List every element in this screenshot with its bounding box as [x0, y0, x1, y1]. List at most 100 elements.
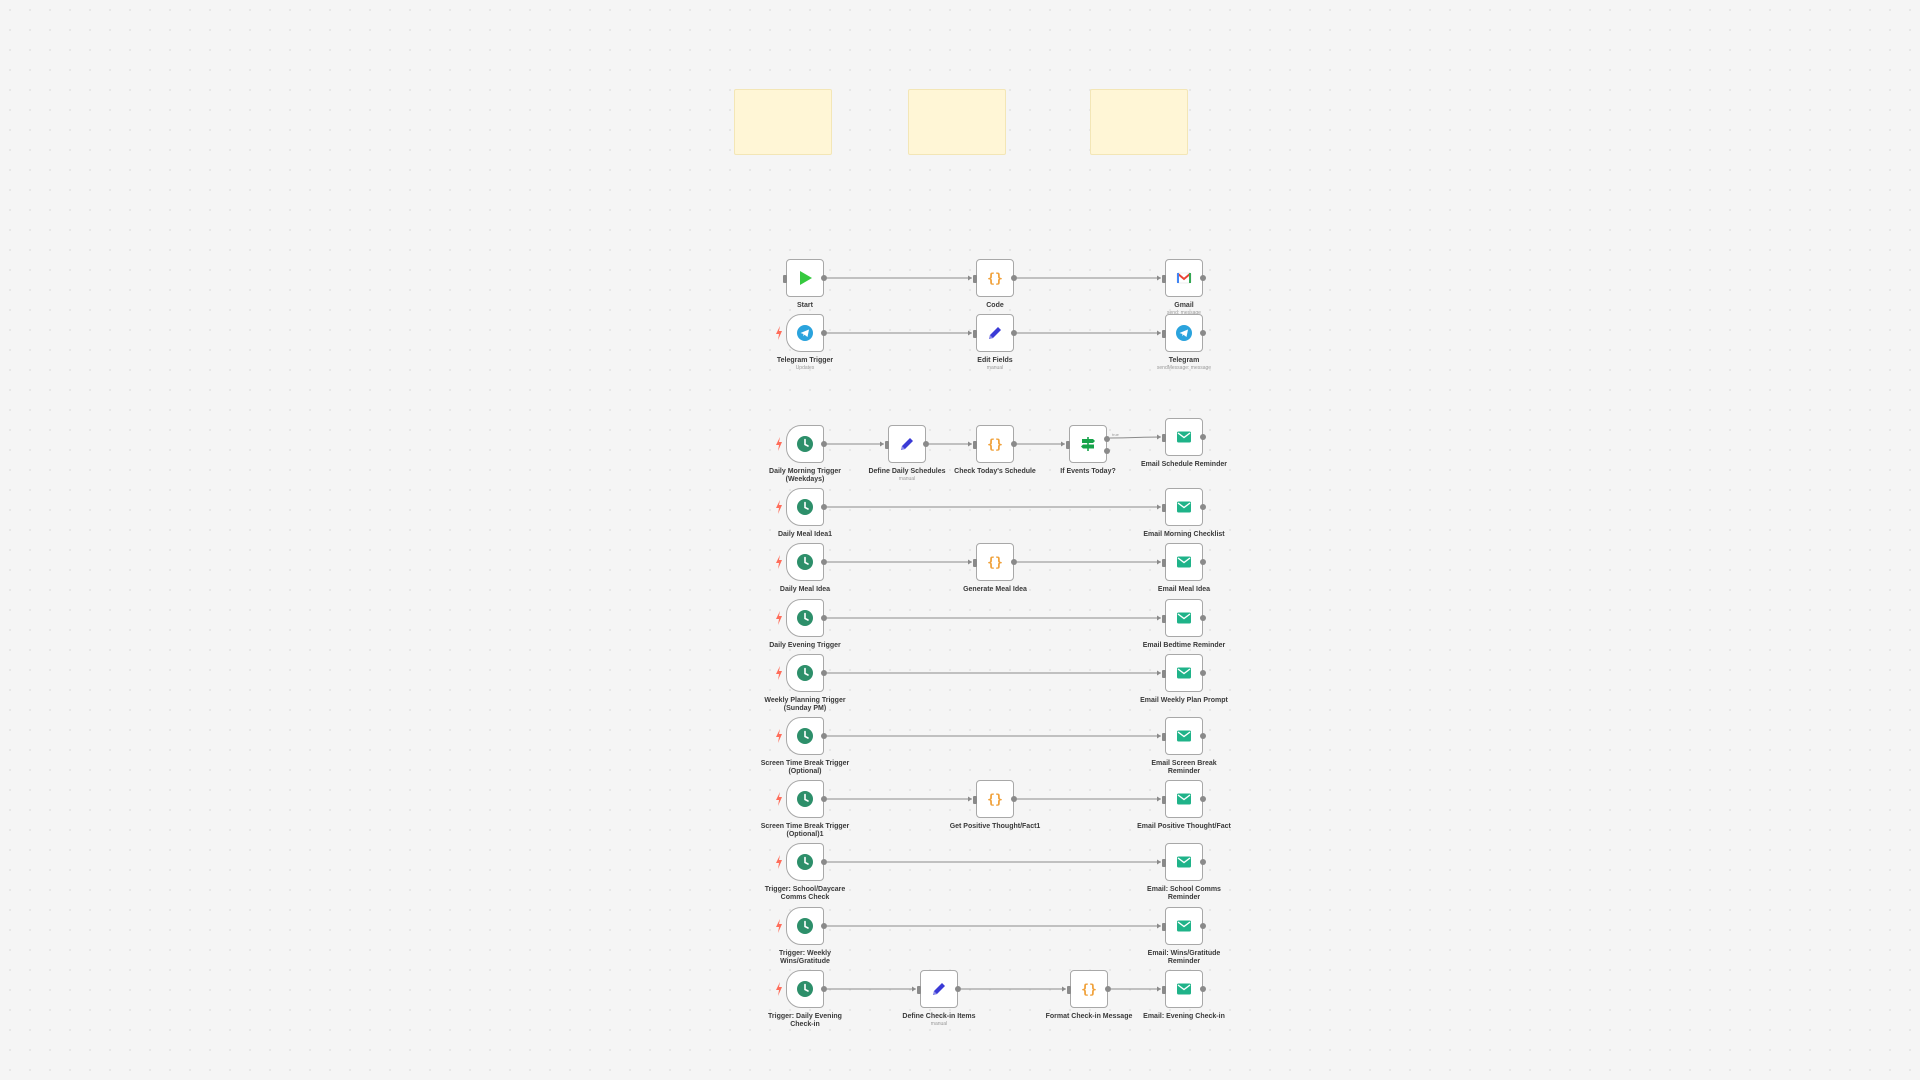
- sticky-note-2[interactable]: [908, 89, 1006, 155]
- input-port[interactable]: [1162, 615, 1166, 623]
- input-port[interactable]: [973, 330, 977, 338]
- node-email-evening-check-in[interactable]: Email: Evening Check-in: [1143, 970, 1225, 1020]
- node-get-positive-thought-fact1[interactable]: {}Get Positive Thought/Fact1: [950, 780, 1040, 830]
- output-port[interactable]: [821, 670, 827, 676]
- node-trigger-daily-evening-check-in[interactable]: Trigger: Daily Evening Check-in: [768, 970, 842, 1028]
- node-email-morning-checklist[interactable]: Email Morning Checklist: [1143, 488, 1225, 538]
- input-port[interactable]: [1066, 441, 1070, 449]
- input-port[interactable]: [917, 986, 921, 994]
- output-port[interactable]: [1011, 275, 1017, 281]
- input-port[interactable]: [973, 559, 977, 567]
- input-port[interactable]: [1162, 986, 1166, 994]
- input-port[interactable]: [783, 275, 787, 283]
- node-weekly-planning-trigger-sunday-pm[interactable]: Weekly Planning Trigger (Sunday PM): [764, 654, 846, 712]
- node-daily-meal-idea1[interactable]: Daily Meal Idea1: [776, 488, 832, 538]
- output-port[interactable]: [1200, 504, 1206, 510]
- output-port[interactable]: [821, 441, 827, 447]
- output-port[interactable]: [1200, 670, 1206, 676]
- clock-icon: [796, 498, 814, 516]
- node-daily-morning-trigger-weekdays[interactable]: Daily Morning Trigger (Weekdays): [769, 425, 841, 483]
- node-trigger-weekly-wins-gratitude[interactable]: Trigger: Weekly Wins/Gratitude: [776, 907, 831, 965]
- input-port[interactable]: [1162, 796, 1166, 804]
- input-port[interactable]: [885, 441, 889, 449]
- output-port[interactable]: [1200, 796, 1206, 802]
- output-port[interactable]: [1011, 796, 1017, 802]
- output-port[interactable]: [1200, 859, 1206, 865]
- output-port[interactable]: [1200, 559, 1206, 565]
- node-email-weekly-plan-prompt[interactable]: Email Weekly Plan Prompt: [1140, 654, 1228, 704]
- node-code[interactable]: {}Code: [973, 259, 1017, 309]
- node-check-today-s-schedule[interactable]: {}Check Today's Schedule: [954, 425, 1036, 475]
- input-port[interactable]: [1162, 559, 1166, 567]
- node-email-wins-gratitude-reminder[interactable]: Email: Wins/Gratitude Reminder: [1148, 907, 1220, 965]
- input-port[interactable]: [973, 275, 977, 283]
- node-daily-meal-idea[interactable]: Daily Meal Idea: [776, 543, 830, 593]
- output-port[interactable]: [1200, 330, 1206, 336]
- output-port[interactable]: [1200, 615, 1206, 621]
- output-port[interactable]: [821, 615, 827, 621]
- output-port-true[interactable]: [1104, 436, 1110, 442]
- output-port[interactable]: [1011, 330, 1017, 336]
- node-label: Check Today's Schedule: [947, 468, 1043, 476]
- output-port[interactable]: [1200, 275, 1206, 281]
- output-port[interactable]: [1200, 986, 1206, 992]
- output-port-false[interactable]: [1104, 448, 1110, 454]
- input-port[interactable]: [1162, 275, 1166, 283]
- node-email-school-comms-reminder[interactable]: Email: School Comms Reminder: [1147, 843, 1221, 901]
- input-port[interactable]: [1162, 504, 1166, 512]
- node-screen-time-break-trigger-optional-1[interactable]: Screen Time Break Trigger (Optional)1: [761, 780, 849, 838]
- output-port[interactable]: [821, 796, 827, 802]
- input-port[interactable]: [1162, 859, 1166, 867]
- node-generate-meal-idea[interactable]: {}Generate Meal Idea: [963, 543, 1027, 593]
- sticky-note-3[interactable]: [1090, 89, 1188, 155]
- node-start[interactable]: Start: [783, 259, 827, 309]
- output-port[interactable]: [1011, 559, 1017, 565]
- output-port[interactable]: [821, 986, 827, 992]
- output-port[interactable]: [821, 504, 827, 510]
- output-port[interactable]: [1200, 733, 1206, 739]
- node-screen-time-break-trigger-optional[interactable]: Screen Time Break Trigger (Optional): [761, 717, 849, 775]
- input-port[interactable]: [1162, 923, 1166, 931]
- connection-line[interactable]: [1109, 436, 1162, 439]
- input-port[interactable]: [1162, 434, 1166, 442]
- node-email-meal-idea[interactable]: Email Meal Idea: [1158, 543, 1210, 593]
- output-port[interactable]: [1105, 986, 1111, 992]
- output-port[interactable]: [821, 330, 827, 336]
- output-port[interactable]: [821, 275, 827, 281]
- output-port[interactable]: [1200, 923, 1206, 929]
- node-format-check-in-message[interactable]: {}Format Check-in Message: [1046, 970, 1132, 1020]
- sticky-note-1[interactable]: [734, 89, 832, 155]
- input-port[interactable]: [1162, 330, 1166, 338]
- node-email-bedtime-reminder[interactable]: Email Bedtime Reminder: [1143, 599, 1225, 649]
- output-port[interactable]: [821, 923, 827, 929]
- output-port[interactable]: [821, 559, 827, 565]
- input-port[interactable]: [973, 441, 977, 449]
- input-port[interactable]: [1067, 986, 1071, 994]
- output-port[interactable]: [821, 859, 827, 865]
- output-port[interactable]: [821, 733, 827, 739]
- node-email-positive-thought-fact[interactable]: Email Positive Thought/Fact: [1137, 780, 1231, 830]
- node-label: Email: Wins/Gratitude Reminder: [1136, 950, 1232, 966]
- output-port[interactable]: [1200, 434, 1206, 440]
- node-subtitle: Updates: [795, 365, 815, 371]
- input-port[interactable]: [1162, 670, 1166, 678]
- output-port[interactable]: [955, 986, 961, 992]
- input-port[interactable]: [973, 796, 977, 804]
- input-port[interactable]: [1162, 733, 1166, 741]
- node-email-schedule-reminder[interactable]: Email Schedule Reminder: [1141, 418, 1227, 468]
- node-trigger-school-daycare-comms-check[interactable]: Trigger: School/Daycare Comms Check: [765, 843, 845, 901]
- node-email-screen-break-reminder[interactable]: Email Screen Break Reminder: [1151, 717, 1217, 775]
- output-port[interactable]: [923, 441, 929, 447]
- output-port[interactable]: [1011, 441, 1017, 447]
- node-daily-evening-trigger[interactable]: Daily Evening Trigger: [769, 599, 841, 649]
